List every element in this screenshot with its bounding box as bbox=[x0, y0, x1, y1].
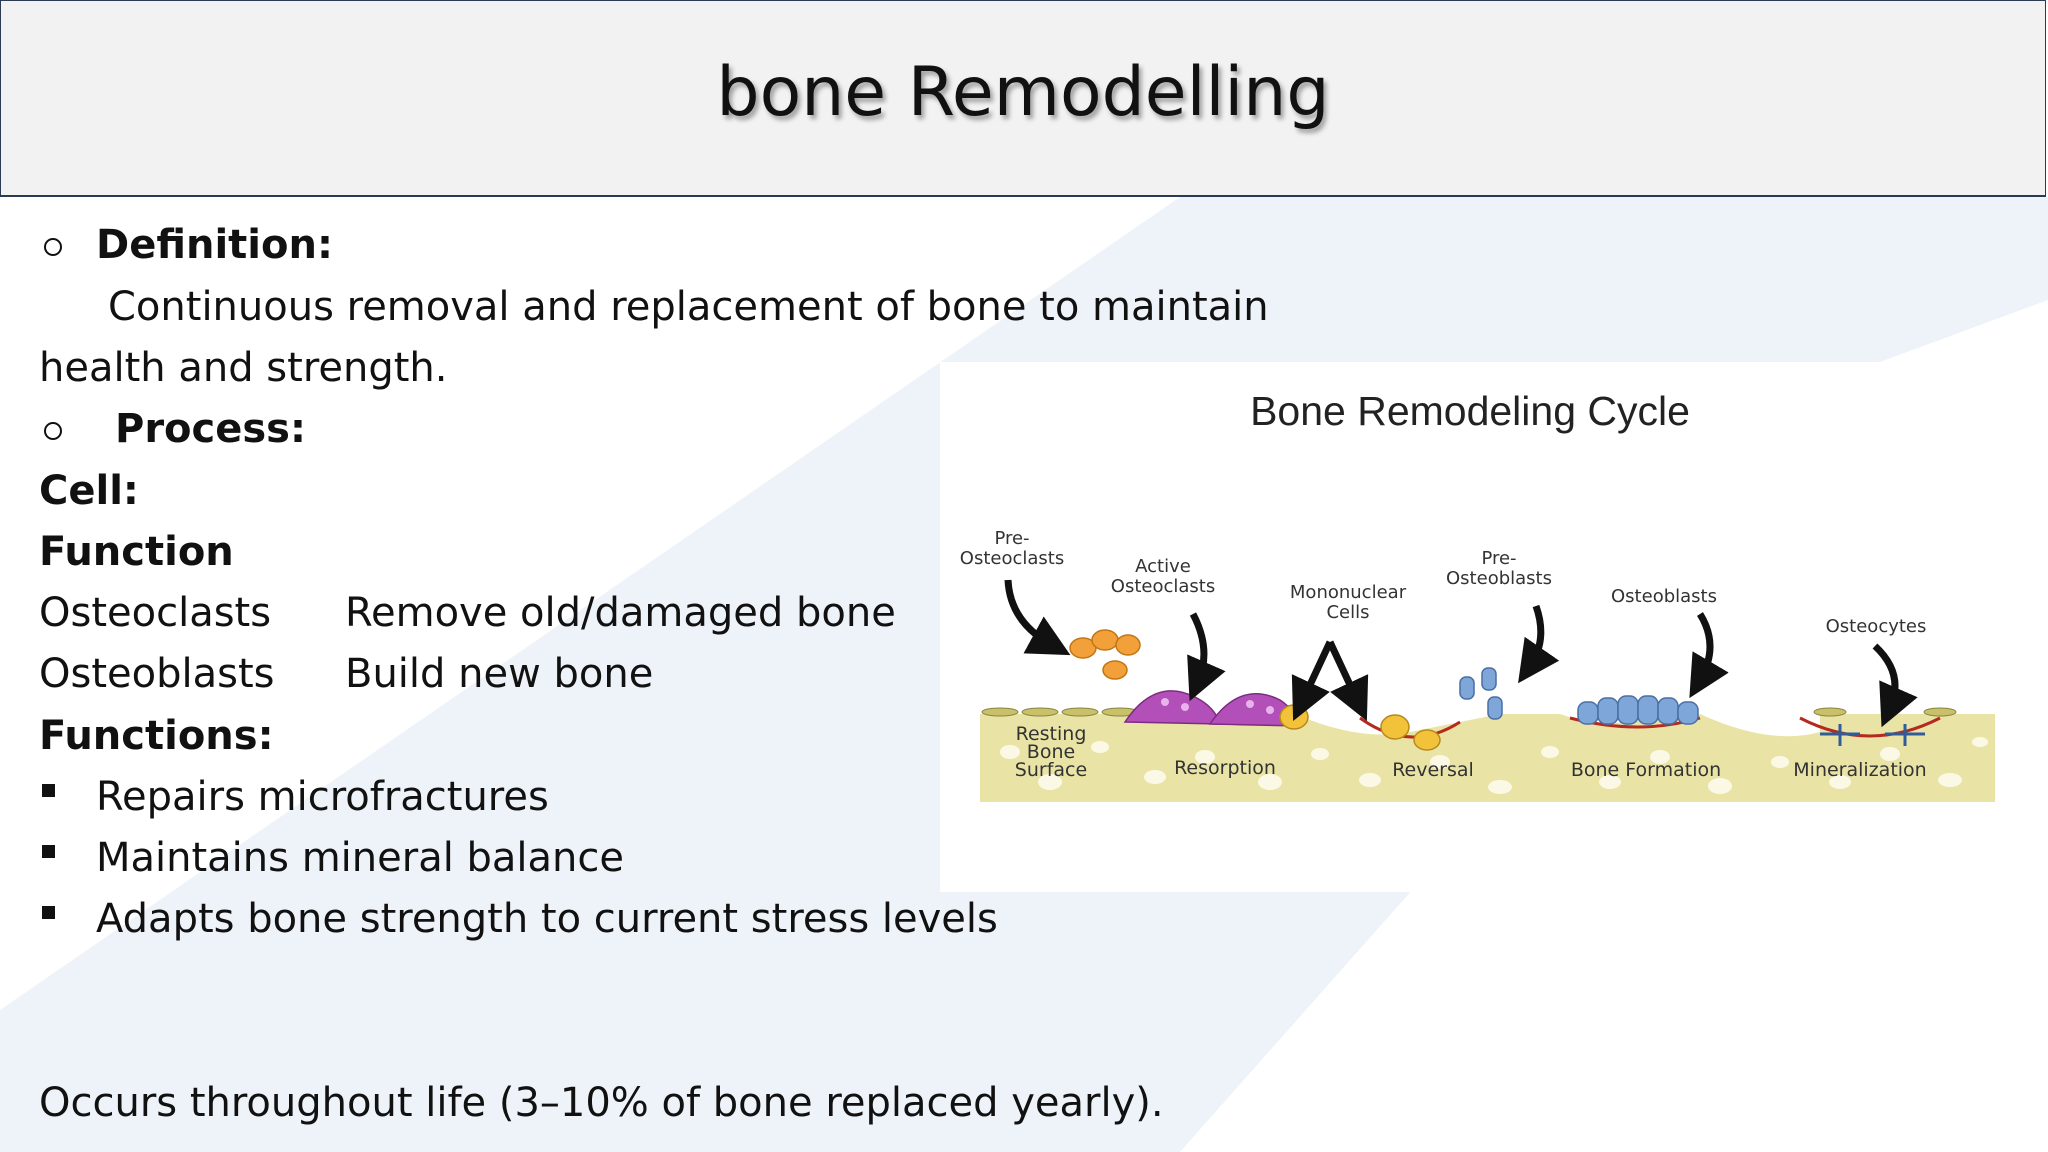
label-pre-osteoblasts: Osteoblasts bbox=[1446, 568, 1552, 589]
cell-function: Build new bone bbox=[345, 651, 654, 697]
label-mononuclear-cells: Mononuclear bbox=[1290, 582, 1407, 603]
cell-function: Remove old/damaged bone bbox=[345, 590, 896, 636]
process-label: Process: bbox=[115, 406, 306, 452]
bullet-circle-icon bbox=[44, 422, 62, 440]
definition-label: Definition: bbox=[96, 222, 333, 268]
definition-text-line2: health and strength. bbox=[39, 345, 448, 391]
label-osteocytes: Osteocytes bbox=[1826, 616, 1927, 637]
bone-remodeling-diagram: Pre- Osteoclasts Active Osteoclasts Mono… bbox=[960, 528, 1995, 802]
label-pre-osteoclasts: Osteoclasts bbox=[960, 548, 1064, 569]
label-mononuclear-cells: Cells bbox=[1326, 602, 1369, 623]
stage-resting-surface: Surface bbox=[1015, 759, 1087, 781]
figure-title: Bone Remodeling Cycle bbox=[1250, 388, 1690, 434]
bone-remodeling-figure: Pre- Osteoclasts Active Osteoclasts Mono… bbox=[940, 362, 2048, 892]
functions-label: Functions: bbox=[39, 713, 274, 759]
osteoclast-cells bbox=[1123, 690, 1302, 727]
stage-resorption: Resorption bbox=[1174, 757, 1276, 779]
bullet-circle-icon bbox=[44, 238, 62, 256]
function-item: Repairs microfractures bbox=[96, 774, 549, 820]
pre-osteoblast-cells bbox=[1459, 667, 1503, 720]
stage-bone-formation: Bone Formation bbox=[1571, 759, 1721, 781]
osteocyte-cells bbox=[1820, 724, 1925, 746]
function-label: Function bbox=[39, 529, 234, 575]
definition-text-line1: Continuous removal and replacement of bo… bbox=[108, 284, 1269, 330]
label-osteoblasts: Osteoblasts bbox=[1611, 586, 1717, 607]
stage-mineralization: Mineralization bbox=[1793, 759, 1926, 781]
label-pre-osteoclasts: Pre- bbox=[994, 528, 1029, 549]
osteoblast-cells bbox=[1577, 695, 1699, 725]
bullet-square-icon bbox=[42, 906, 55, 919]
stage-resting-surface: Resting bbox=[1016, 723, 1087, 745]
footer-note: Occurs throughout life (3–10% of bone re… bbox=[39, 1080, 1164, 1126]
label-active-osteoclasts: Active bbox=[1135, 556, 1191, 577]
function-item: Adapts bone strength to current stress l… bbox=[96, 896, 998, 942]
cell-label: Cell: bbox=[39, 468, 139, 514]
bone-strip bbox=[980, 714, 1995, 802]
stage-resting-surface: Bone bbox=[1027, 741, 1075, 763]
stage-reversal: Reversal bbox=[1392, 759, 1474, 781]
title-bar: bone Remodelling bbox=[0, 0, 2046, 197]
label-pre-osteoblasts: Pre- bbox=[1481, 548, 1516, 569]
slide-title: bone Remodelling bbox=[716, 53, 1330, 132]
label-active-osteoclasts: Osteoclasts bbox=[1111, 576, 1215, 597]
function-item: Maintains mineral balance bbox=[96, 835, 625, 881]
cell-name: Osteoblasts bbox=[39, 651, 275, 697]
pre-osteoclast-cells bbox=[1069, 629, 1141, 680]
bullet-square-icon bbox=[42, 845, 55, 858]
cell-name: Osteoclasts bbox=[39, 590, 272, 636]
bullet-square-icon bbox=[42, 784, 55, 797]
mononuclear-cells bbox=[1279, 704, 1441, 751]
